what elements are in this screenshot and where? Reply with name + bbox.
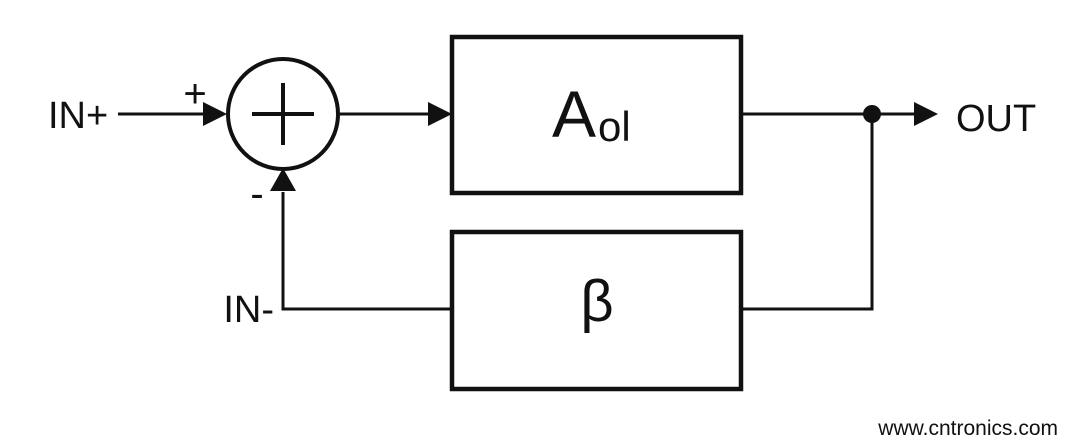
output-arrowhead-icon [914,102,938,126]
gain-block-label-subscript: ol [598,103,631,150]
input-neg-label: IN- [223,289,274,331]
gain-input-arrowhead-icon [428,102,452,126]
gain-block-box [449,34,744,196]
sum-minus-sign: - [250,172,263,216]
feedback-return-wire [281,192,452,311]
feedback-block-label: β [580,269,613,334]
feedback-block-box [449,229,744,392]
node-to-feedback-wire [741,114,874,311]
feedback-arrowhead-icon [270,168,296,191]
output-label: OUT [956,98,1036,140]
sum-plus-sign: + [183,72,206,116]
watermark-text: www.cntronics.com [877,417,1058,440]
input-arrowhead-icon [203,102,227,126]
gain-block-label-main: A [552,77,596,151]
input-pos-label: IN+ [48,95,108,137]
